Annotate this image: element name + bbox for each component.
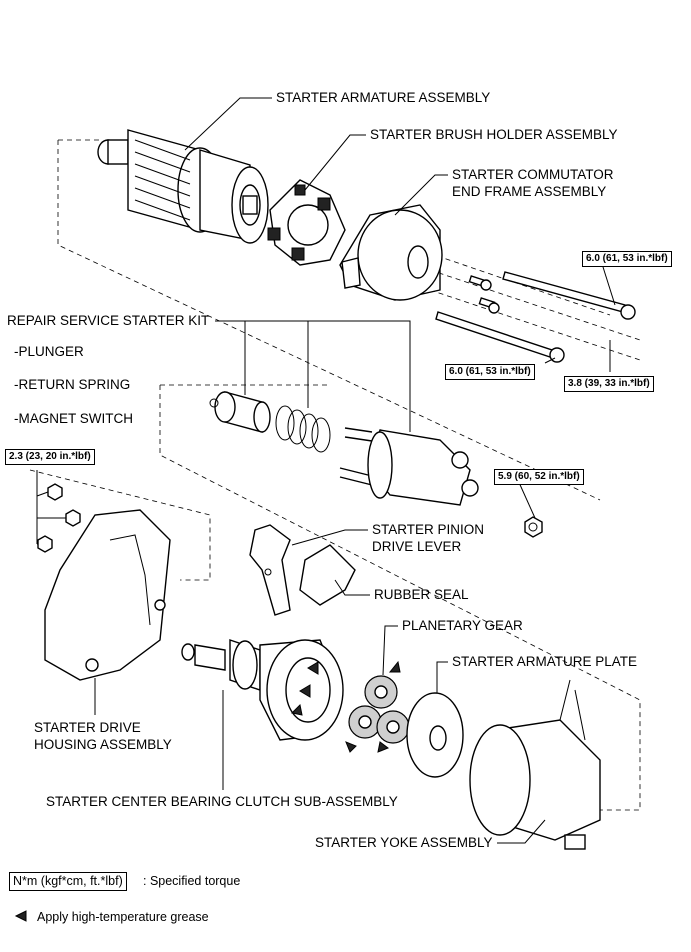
armature-plate-drawing: [406, 692, 464, 778]
brush-holder-drawing: [267, 179, 346, 266]
torque-box-4: 5.9 (60, 52 in.*lbf): [494, 469, 584, 485]
label-starter-center-bearing-clutch: STARTER CENTER BEARING CLUTCH SUB-ASSEMB…: [46, 794, 398, 809]
leader-lines: [36, 97, 616, 844]
label-starter-drive-line1: STARTER DRIVE: [34, 720, 141, 735]
through-bolts-drawing: [435, 271, 636, 363]
label-kit-return-spring: -RETURN SPRING: [14, 377, 131, 392]
legend-unit-description: : Specified torque: [143, 874, 241, 888]
label-starter-pinion-line1: STARTER PINION: [372, 522, 485, 537]
planetary-gears-drawing: [348, 675, 410, 744]
label-kit-magnet-switch: -MAGNET SWITCH: [14, 411, 133, 426]
pinion-drive-lever-drawing: [249, 524, 291, 616]
label-rubber-seal: RUBBER SEAL: [374, 587, 469, 602]
commutator-end-frame-drawing: [339, 204, 443, 301]
torque-box-3: 3.8 (39, 33 in.*lbf): [564, 376, 654, 392]
label-planetary-gear: PLANETARY GEAR: [402, 618, 523, 633]
label-starter-armature-assembly: STARTER ARMATURE ASSEMBLY: [276, 90, 491, 105]
label-starter-brush-holder-assembly: STARTER BRUSH HOLDER ASSEMBLY: [370, 127, 618, 142]
plunger-drawing: [209, 391, 271, 433]
legend-grease-description: Apply high-temperature grease: [37, 910, 209, 924]
torque-box-2: 6.0 (61, 53 in.*lbf): [445, 364, 535, 380]
armature-drawing: [97, 129, 269, 244]
label-kit-plunger: -PLUNGER: [14, 344, 84, 359]
drive-housing-drawing: [44, 509, 171, 681]
return-spring-drawing: [275, 405, 331, 453]
legend-unit-box: N*m (kgf*cm, ft.*lbf): [9, 872, 127, 891]
magnet-switch-drawing: [339, 427, 479, 506]
torque-box-1: 6.0 (61, 53 in.*lbf): [582, 251, 672, 267]
label-starter-commutator-line1: STARTER COMMUTATOR: [452, 167, 614, 182]
label-starter-commutator-line2: END FRAME ASSEMBLY: [452, 184, 607, 199]
label-starter-armature-plate: STARTER ARMATURE PLATE: [452, 654, 638, 669]
rubber-seal-drawing: [299, 544, 356, 606]
torque-box-5: 2.3 (23, 20 in.*lbf): [5, 449, 95, 465]
label-starter-pinion-line2: DRIVE LEVER: [372, 539, 462, 554]
yoke-drawing: [469, 679, 601, 850]
label-starter-drive-line2: HOUSING ASSEMBLY: [34, 737, 172, 752]
center-bearing-clutch-drawing: [181, 639, 344, 741]
grease-markers: [14, 660, 401, 922]
nuts-drawing: [37, 483, 543, 553]
label-repair-service-starter-kit: REPAIR SERVICE STARTER KIT: [7, 313, 210, 328]
label-starter-yoke-assembly: STARTER YOKE ASSEMBLY: [315, 835, 493, 850]
